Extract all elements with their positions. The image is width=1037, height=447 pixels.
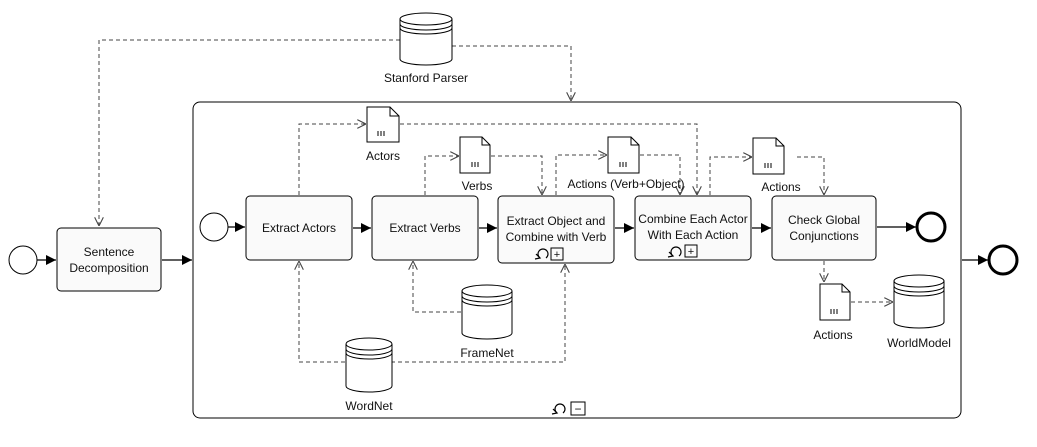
dataobject-actors: Actors bbox=[366, 106, 400, 163]
task-check-global-label-line2: Conjunctions bbox=[789, 229, 858, 243]
dataobject-actions-bottom: Actions bbox=[813, 283, 853, 342]
data-association bbox=[298, 124, 366, 195]
end-event bbox=[987, 244, 1019, 276]
collapse-marker-label: − bbox=[574, 402, 581, 416]
datastore-wordnet-label: WordNet bbox=[345, 399, 393, 413]
datastore-wordnet: WordNet bbox=[345, 337, 393, 413]
data-association bbox=[424, 156, 459, 195]
subprocess-loop-marker bbox=[551, 403, 566, 415]
task-sentence-decomposition-label-line1: Sentence bbox=[84, 245, 135, 259]
expand-marker-label: + bbox=[688, 246, 694, 258]
dataobject-actions-bottom-label: Actions bbox=[813, 328, 852, 342]
data-association bbox=[452, 45, 571, 101]
expand-marker[interactable]: + bbox=[550, 247, 564, 261]
data-association bbox=[99, 39, 400, 226]
dataobject-actions-top: Actions bbox=[752, 137, 801, 194]
data-association bbox=[391, 264, 565, 363]
task-extract-object-label-line2: Combine with Verb bbox=[506, 230, 607, 244]
task-combine-actor-action-label-line2: With Each Action bbox=[648, 228, 739, 242]
data-association bbox=[413, 261, 461, 313]
datastore-framenet-label: FrameNet bbox=[460, 346, 514, 360]
loop-marker bbox=[667, 246, 682, 258]
dataobject-actions-verb-object: Actions (Verb+Object) bbox=[567, 136, 685, 191]
data-association bbox=[797, 156, 824, 195]
inner-start-event bbox=[199, 212, 229, 242]
dataobject-verbs: Verbs bbox=[459, 136, 493, 193]
task-extract-verbs-label: Extract Verbs bbox=[389, 221, 460, 235]
task-extract-actors-label: Extract Actors bbox=[262, 221, 336, 235]
data-association bbox=[555, 155, 607, 195]
dataobject-verbs-label: Verbs bbox=[462, 179, 493, 193]
data-association bbox=[299, 261, 345, 363]
inner-end-event bbox=[915, 211, 947, 243]
data-association bbox=[400, 123, 697, 195]
datastore-stanford-parser: Stanford Parser bbox=[384, 12, 468, 85]
datastore-worldmodel-label: WorldModel bbox=[887, 336, 951, 350]
task-extract-actors: Extract Actors bbox=[245, 195, 353, 261]
task-combine-actor-action-label-line1: Combine Each Actor bbox=[638, 212, 747, 226]
datastore-framenet: FrameNet bbox=[460, 284, 514, 360]
task-extract-object-label-line1: Extract Object and bbox=[507, 214, 606, 228]
expand-marker-label: + bbox=[554, 249, 560, 261]
loop-marker bbox=[534, 248, 549, 260]
task-extract-verbs: Extract Verbs bbox=[371, 195, 479, 261]
start-event bbox=[8, 245, 38, 275]
datastore-worldmodel: WorldModel bbox=[887, 274, 951, 350]
data-association bbox=[640, 154, 680, 195]
task-check-global-label-line1: Check Global bbox=[788, 213, 860, 227]
data-association bbox=[709, 157, 752, 195]
task-sentence-decomposition-label-line2: Decomposition bbox=[69, 261, 148, 275]
data-association bbox=[491, 155, 542, 195]
dataobject-actions-top-label: Actions bbox=[761, 180, 800, 194]
datastore-stanford-parser-label: Stanford Parser bbox=[384, 71, 468, 85]
dataobject-actions-verb-object-label: Actions (Verb+Object) bbox=[567, 177, 684, 191]
collapse-marker[interactable]: − bbox=[570, 401, 586, 416]
expand-marker[interactable]: + bbox=[684, 244, 698, 258]
dataobject-actors-label: Actors bbox=[366, 149, 400, 163]
